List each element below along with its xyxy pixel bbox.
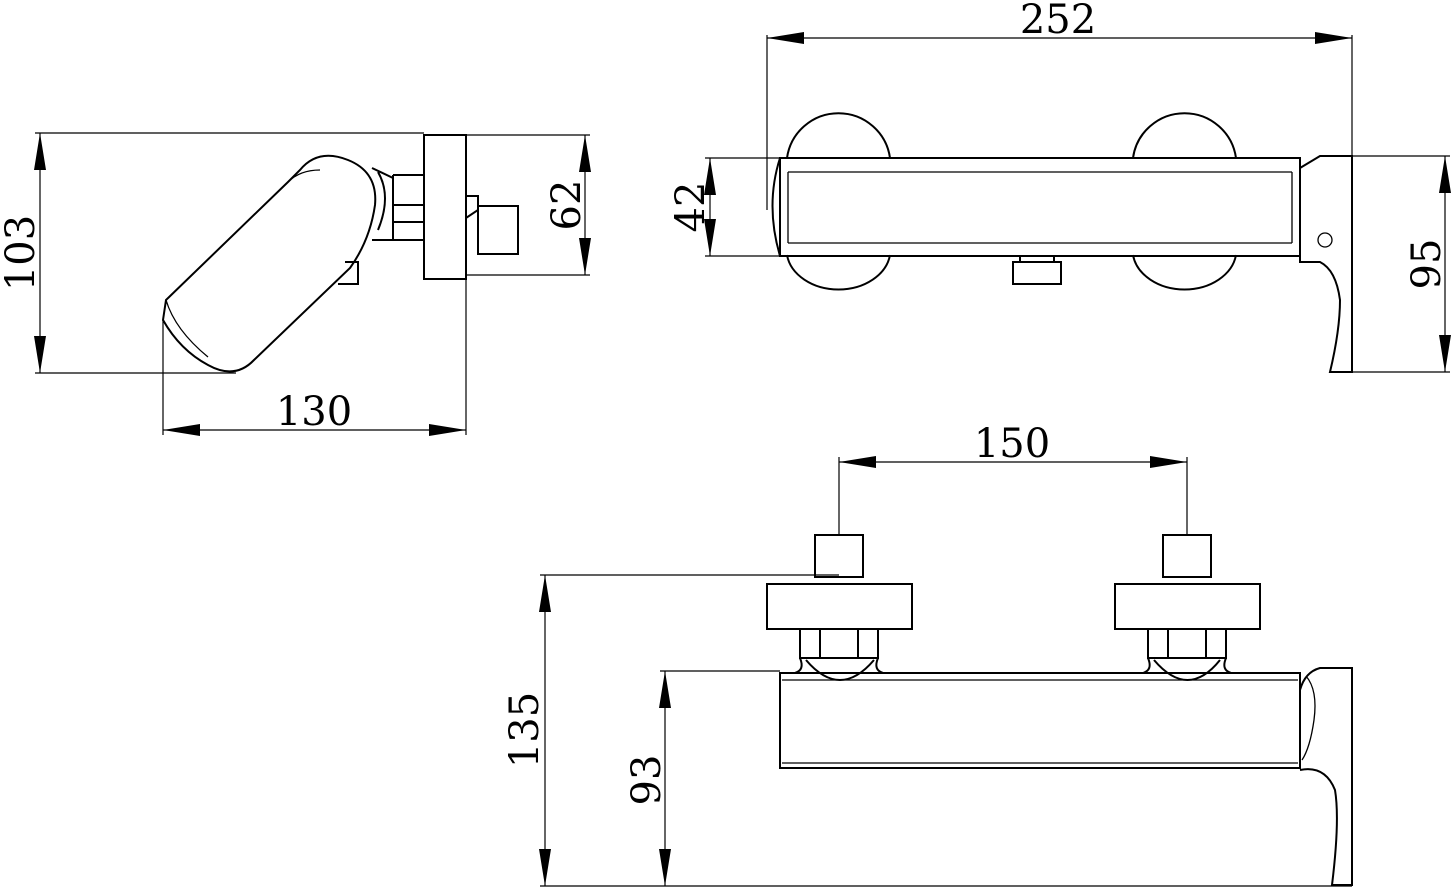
top-connector-neck — [1019, 256, 1055, 262]
top-body — [779, 157, 1301, 257]
dim-label-93: 93 — [624, 755, 670, 806]
dim-label-62: 62 — [544, 180, 590, 231]
top-left-knob — [786, 112, 891, 291]
side-neck — [371, 167, 394, 241]
front-right-connector — [1162, 534, 1212, 578]
top-connector — [1012, 261, 1062, 285]
dim-label-130: 130 — [276, 389, 352, 435]
side-view — [161, 134, 519, 373]
front-left-flange — [766, 583, 913, 630]
front-left-connector — [814, 534, 864, 578]
side-lower-stub — [338, 261, 359, 285]
front-spout — [1299, 667, 1353, 886]
side-connector — [465, 195, 479, 220]
front-left-bell — [794, 657, 884, 681]
front-body-line — [782, 679, 1298, 764]
front-right-nut — [1147, 628, 1227, 659]
side-connector-block — [477, 205, 519, 255]
side-lever — [161, 154, 377, 373]
side-wall-plate — [423, 134, 467, 280]
dim-label-95: 95 — [1404, 239, 1450, 290]
front-right-flange — [1114, 583, 1261, 630]
side-nut — [392, 174, 425, 241]
dim-label-42: 42 — [668, 182, 714, 233]
top-spout-hole — [1317, 232, 1333, 248]
top-view — [771, 112, 1353, 373]
dimension-lines — [34, 32, 1451, 887]
front-left-nut — [799, 628, 879, 659]
front-right-bell — [1142, 657, 1232, 681]
front-view — [766, 534, 1353, 886]
top-spout — [1299, 155, 1353, 373]
top-right-knob — [1132, 112, 1237, 291]
front-body — [779, 672, 1301, 769]
dim-label-103: 103 — [0, 215, 44, 291]
dim-label-252: 252 — [1020, 0, 1096, 43]
front-spout-tip — [1301, 675, 1316, 761]
top-body-end — [771, 157, 781, 257]
dim-label-135: 135 — [502, 692, 548, 768]
side-lever-edge — [165, 169, 321, 358]
dim-label-150: 150 — [974, 421, 1050, 467]
top-body-groove — [787, 171, 1293, 244]
